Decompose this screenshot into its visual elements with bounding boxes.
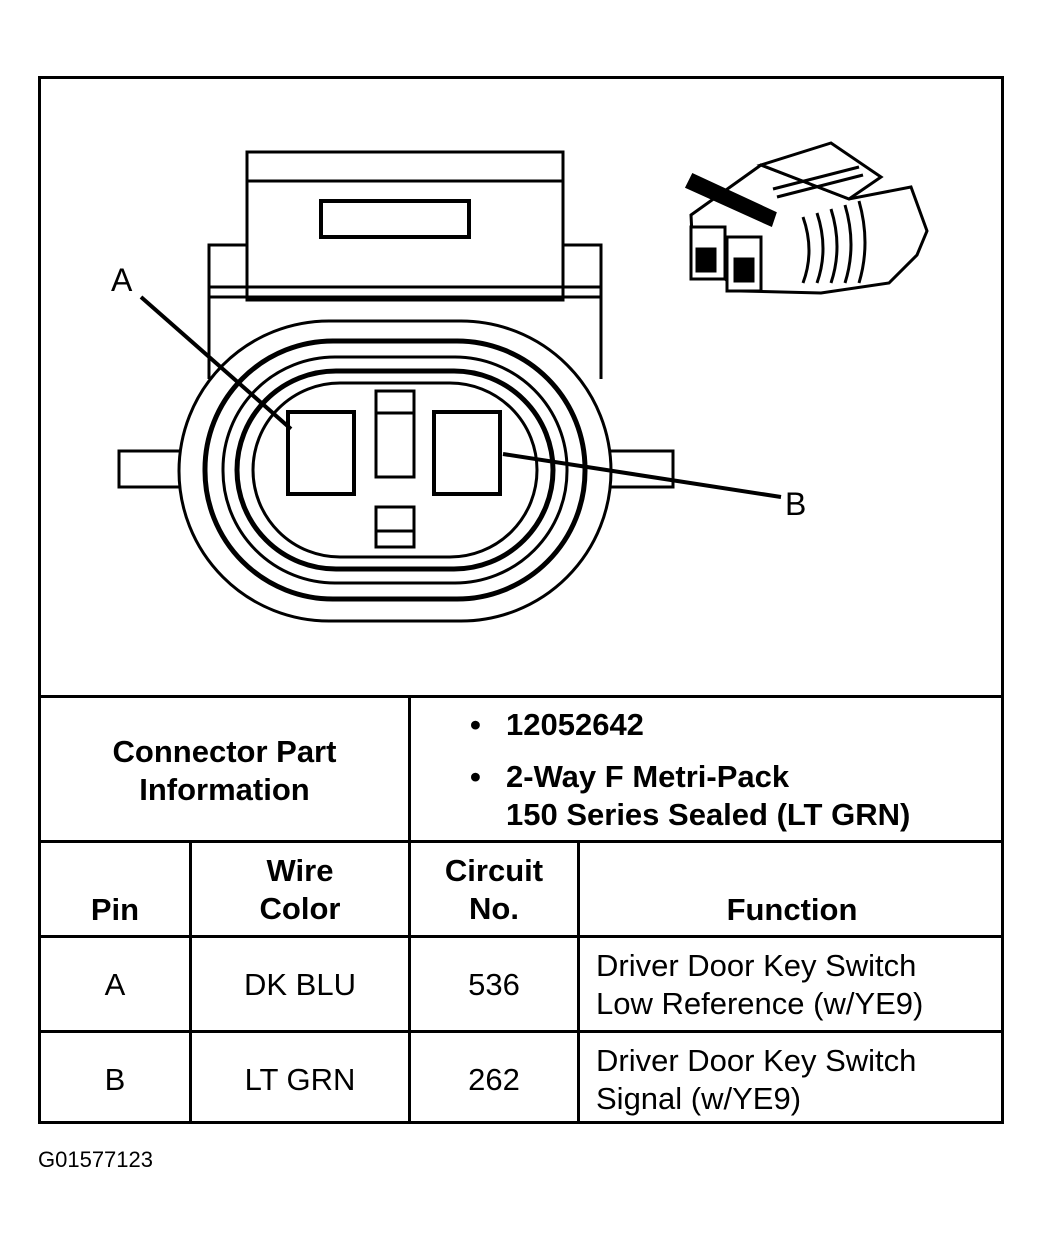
pin-a-leader — [139, 295, 293, 431]
bullet-icon: • — [470, 759, 481, 794]
header-function: Function — [726, 892, 858, 927]
table-row-a-circuit: 536 — [468, 967, 520, 1002]
part-info-label: Connector Part Information — [41, 733, 408, 809]
keying-features — [374, 389, 416, 549]
diagram-frame — [38, 76, 1004, 1124]
table-row-b-pin: B — [104, 1062, 126, 1097]
connector-latch — [207, 150, 603, 379]
table-row-a-function: Driver Door Key Switch Low Reference (w/… — [596, 948, 924, 1021]
pin-b-callout: B — [785, 486, 806, 522]
part-description: 2-Way F Metri-Pack 150 Series Sealed (LT… — [506, 758, 910, 834]
divider — [38, 1030, 1004, 1033]
part-bullet-1: • — [470, 706, 481, 744]
header-wire-color: Wire Color — [259, 853, 341, 926]
divider — [189, 840, 192, 1124]
part-description-line1: 2-Way F Metri-Pack — [506, 759, 790, 794]
part-description-line2: 150 Series Sealed (LT GRN) — [506, 797, 911, 832]
header-pin: Pin — [90, 892, 140, 927]
table-row-b-function: Driver Door Key Switch Signal (w/YE9) — [596, 1043, 917, 1116]
table-row-a-pin: A — [104, 967, 126, 1002]
divider — [38, 935, 1004, 938]
divider — [38, 840, 1004, 843]
right-tab — [601, 449, 675, 489]
table-row-b-circuit: 262 — [468, 1062, 520, 1097]
table-row-a-wire-color: DK BLU — [244, 967, 356, 1002]
table-row-b-wire-color: LT GRN — [244, 1062, 356, 1097]
connector-diagram: A B — [111, 141, 929, 623]
pin-b-leader — [502, 452, 782, 499]
divider — [408, 840, 411, 1124]
divider — [577, 840, 580, 1124]
connector-perspective-icon — [684, 141, 929, 295]
part-number: 12052642 — [506, 707, 644, 742]
header-circuit-no: Circuit No. — [444, 853, 544, 926]
figure-id: G01577123 — [38, 1147, 153, 1172]
bullet-icon: • — [470, 707, 481, 742]
pin-a-callout: A — [111, 262, 133, 298]
divider — [38, 695, 1004, 698]
divider — [408, 695, 411, 841]
pin-a-cavity — [286, 410, 356, 496]
part-bullet-2: • — [470, 758, 481, 796]
pin-b-cavity — [432, 410, 502, 496]
part-info-label-line1: Connector Part — [112, 734, 337, 769]
left-tab — [117, 449, 191, 489]
part-info-label-line2: Information — [139, 772, 310, 807]
